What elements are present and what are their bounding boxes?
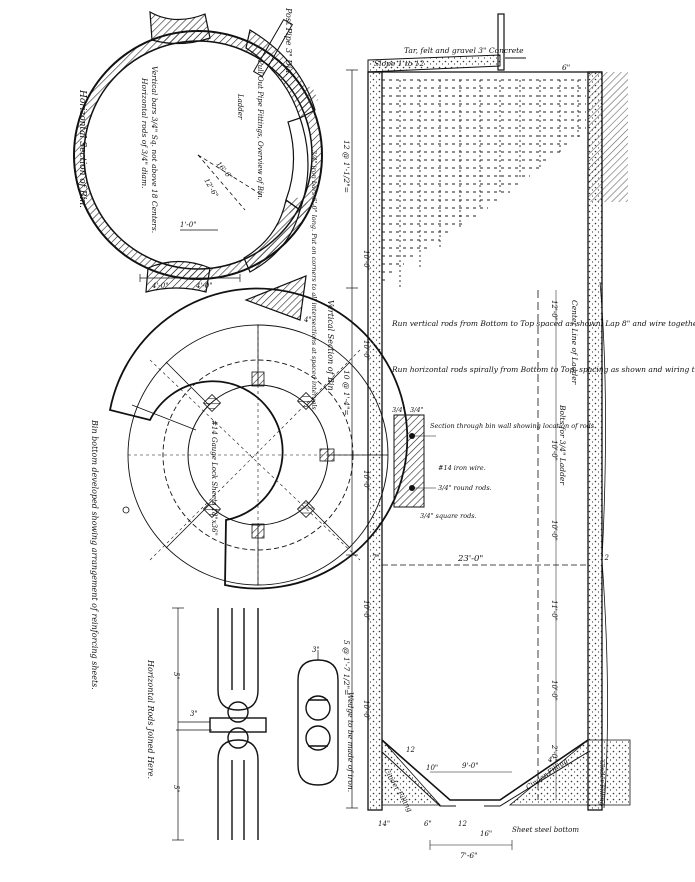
wedge-dim-label: 3"	[312, 646, 320, 654]
sheet-note-label: #14 Gauge Lock Sheets 18"x36"	[210, 420, 218, 536]
note-horizontal-rods: Run horizontal rods spirally from Bottom…	[391, 365, 695, 374]
left-edge-label: 14"	[378, 820, 390, 828]
right-dim-1: 12'-0"	[550, 300, 558, 321]
iron-wire-label: #14 iron wire.	[438, 464, 486, 472]
depth-dim-label: 10"	[426, 764, 438, 772]
left-top-label: 12	[406, 746, 415, 754]
pull-outlet-label: Pull Out Pipe Fittings, Overview of Bin.	[256, 59, 264, 200]
slope-label: Slope 1 to 12	[374, 59, 425, 68]
bin-bottom-plan-figure: Bin bottom developed showing arrangement…	[90, 287, 409, 690]
vertical-bars-label: Vertical bars 3/4" Sq. not above 18 Cent…	[150, 66, 159, 233]
wall-thick-right-label: 12	[600, 554, 609, 562]
right-top-label: 4'	[547, 756, 554, 764]
height-label-mid: 10 @ 1'-4"=	[342, 370, 351, 416]
sheet-steel-label: Sheet steel bottom	[512, 826, 579, 834]
height-label-top: 12 @ 1'-1/2"=	[342, 140, 351, 193]
bottom-plan-title: Bin bottom developed showing arrangement…	[90, 419, 99, 690]
cinder-filling-right: Cinder Filling	[598, 760, 606, 806]
right-dim-5: 10'-0"	[550, 680, 558, 701]
dim-b-label: 4'-0"	[151, 282, 168, 290]
rods-joint-detail-figure: Horizontal Rods Joined Here. 5" 5" 3" 3"…	[146, 607, 355, 841]
note2-text: Run horizontal rods spirally from Bottom…	[391, 365, 695, 374]
horizontal-section-figure: Horizontal Section of Bin. Post Pipe 3" …	[73, 7, 323, 412]
wedge-note-label: Wedge to be made of iron.	[346, 692, 355, 792]
wall-section-label: Section through bin wall showing locatio…	[430, 422, 596, 430]
dim-d-label: 4"	[303, 316, 312, 324]
top-dim-label: 6"	[562, 63, 570, 72]
right-dim-2: 10'-0"	[550, 440, 558, 461]
rods-detail-title: Horizontal Rods Joined Here.	[146, 659, 155, 779]
horizontal-rods-label: Horizontal rods of 3/4" diam.	[140, 77, 149, 189]
wall-thick-left-label: 7"	[372, 554, 380, 562]
side-note-label: 3/4" iron bars 6'-0" long. Put on corner…	[310, 150, 318, 412]
post-pipe-label: Post Pipe 3" Dia.	[284, 7, 293, 76]
hopper-dim-label: 9'-0"	[462, 762, 478, 770]
right-dim-4: 11'-0"	[550, 600, 558, 621]
dim-five-bottom: 5"	[172, 785, 180, 793]
spacing-label-1: 10'-0"	[362, 250, 370, 271]
bolts-label: Bolts for 3/4" Ladder	[558, 404, 567, 485]
dim-three-label: 3"	[190, 710, 198, 718]
vertical-section-title: Vertical Section of Bin.	[326, 300, 335, 393]
spacing-label-5: 10'-0"	[362, 700, 370, 721]
vertical-section-figure: Tar, felt and gravel 3" Concrete Slope 1…	[326, 13, 695, 860]
width-label: 23'-0"	[457, 554, 483, 564]
left-edge2-label: 6"	[424, 820, 432, 828]
horizontal-section-title: Horizontal Section of Bin.	[77, 89, 87, 208]
square-rods-label: 3/4" square rods.	[420, 512, 477, 520]
wall-dim-2: 3/4"	[410, 406, 423, 414]
radius-inner-label: 12'-6"	[202, 177, 219, 199]
dim-a-label: 1'-0"	[180, 221, 196, 229]
note1-text: Run vertical rods from Bottom to Top spa…	[391, 319, 695, 328]
right-dim-6: 2'-0"	[550, 744, 558, 761]
round-rods-label: 3/4" round rods.	[438, 484, 492, 492]
spacing-label-3: 10'-0"	[362, 470, 370, 491]
note-vertical-rods: Run vertical rods from Bottom to Top spa…	[391, 319, 695, 328]
roof-note-label: Tar, felt and gravel 3" Concrete	[404, 46, 524, 55]
svg-text:Run horizontal rods spirally f: Run horizontal rods spirally from Bottom…	[391, 365, 695, 374]
height-label-bottom: 5 @ 1'-7 1/2"=	[342, 640, 351, 695]
spacing-label-2: 10'-0"	[362, 340, 370, 361]
svg-text:Run vertical rods from Bottom: Run vertical rods from Bottom to Top spa…	[391, 319, 695, 328]
right-dim-3: 10'-0"	[550, 520, 558, 541]
wall-dim-1: 3/4"	[392, 406, 405, 414]
dim-five-top: 5"	[172, 672, 180, 680]
outlet2-dim-label: 16"	[480, 830, 492, 838]
ladder-label: Ladder	[236, 93, 244, 120]
total-dim-label: 7'-6"	[460, 851, 478, 860]
spacing-label-4: 10'-0"	[362, 600, 370, 621]
ladder-center-label: Center Line of Ladder	[570, 300, 579, 385]
dim-c-label: 4'-0"	[195, 282, 212, 290]
outlet-dim-label: 12	[458, 820, 467, 828]
